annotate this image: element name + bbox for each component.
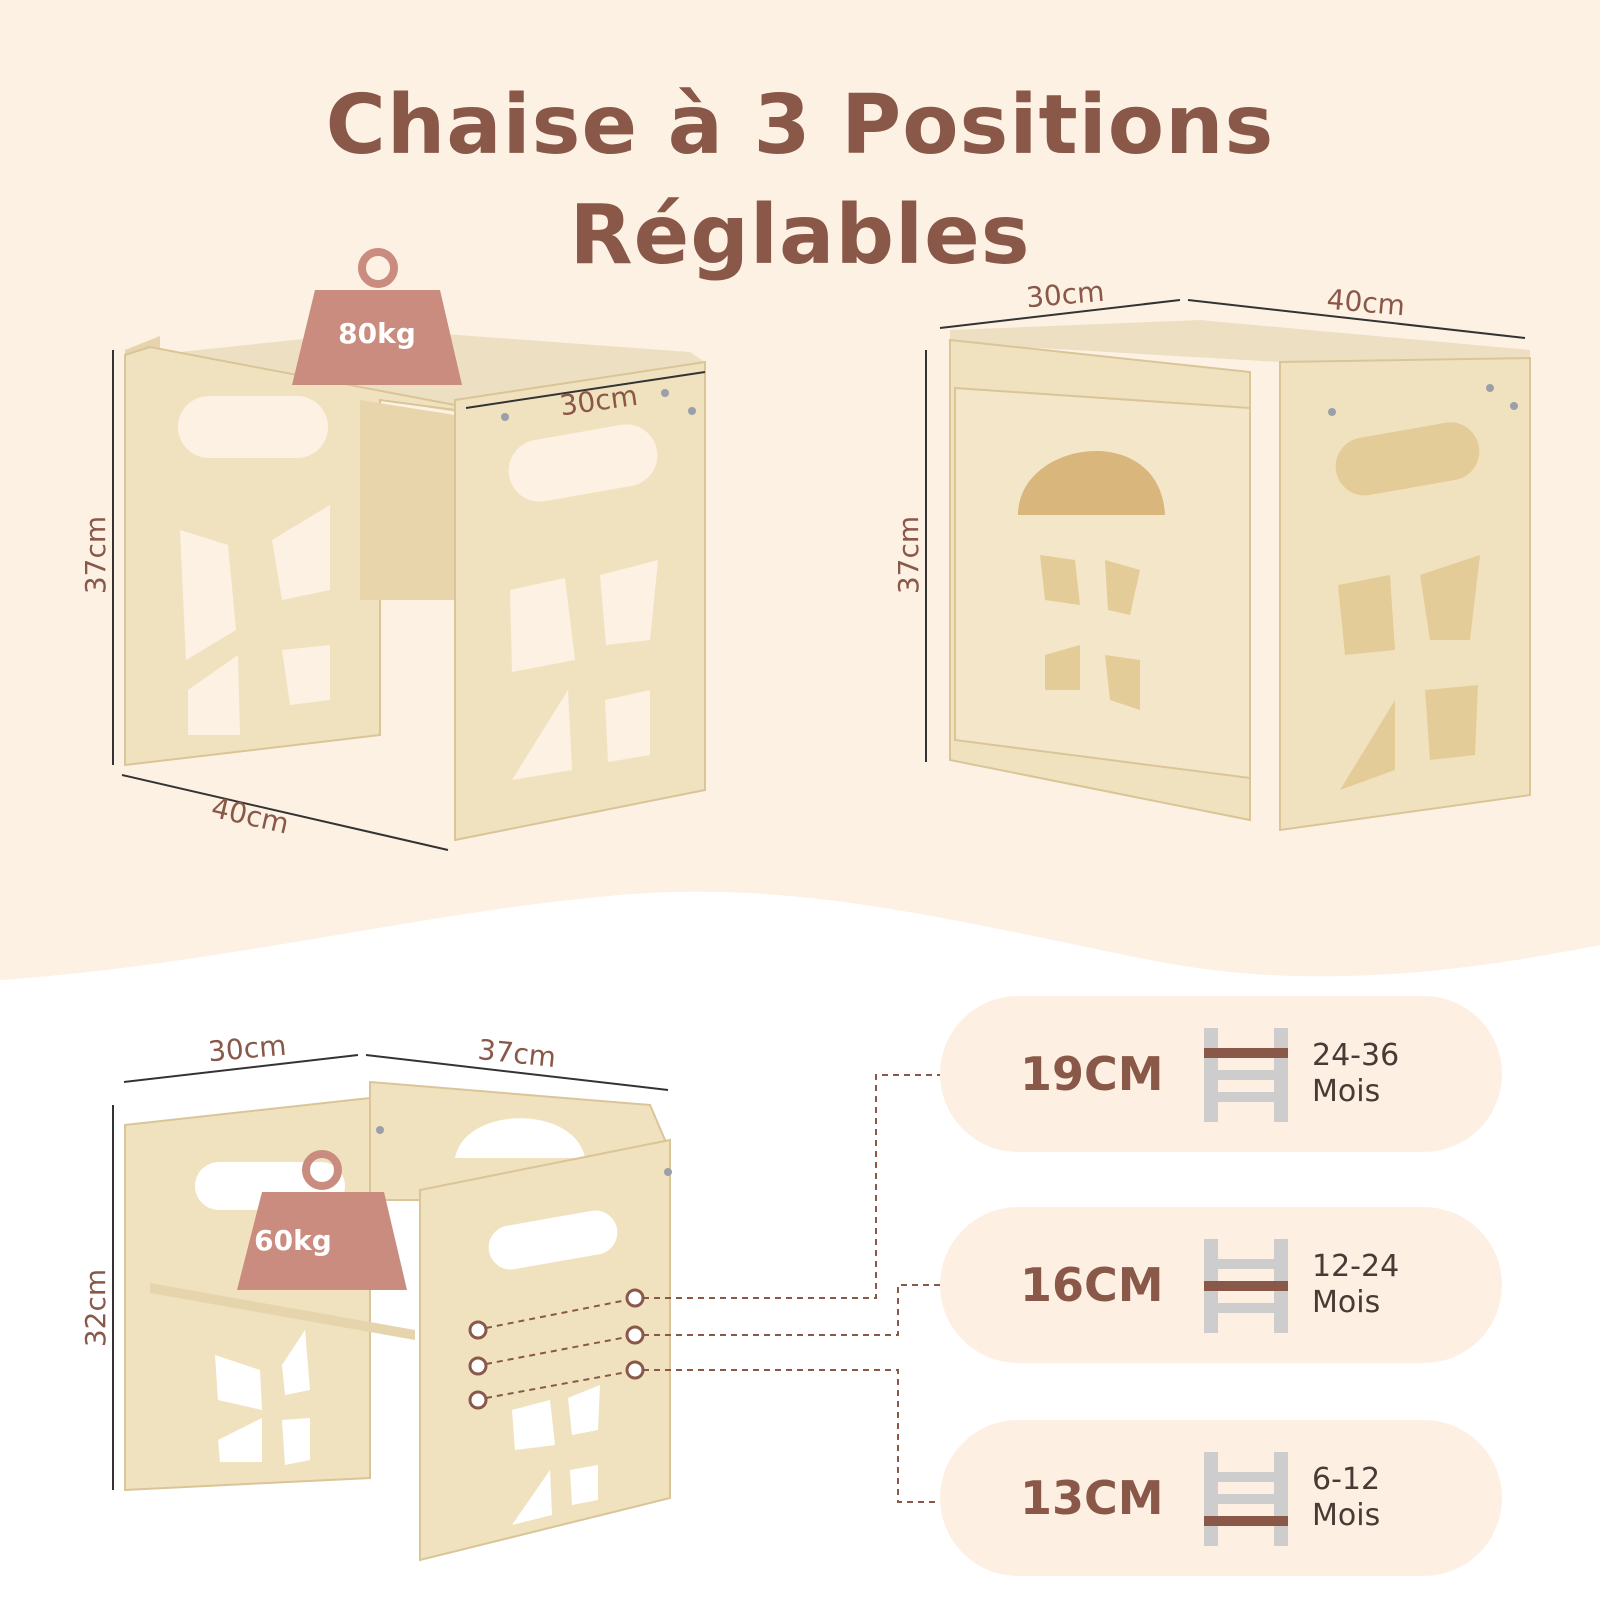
connector-lines bbox=[485, 1074, 940, 1503]
position-age-unit: Mois bbox=[1312, 1498, 1381, 1533]
position-age-unit: Mois bbox=[1312, 1074, 1381, 1109]
nested-width-label: 40cm bbox=[1325, 283, 1406, 323]
position-card-19cm: 19CM 24-36 Mois bbox=[940, 996, 1502, 1152]
page-title-line-1: Chaise à 3 Positions bbox=[325, 78, 1275, 173]
table-load-label: 80kg bbox=[338, 317, 416, 350]
table-height-label: 37cm bbox=[79, 516, 112, 594]
position-height-label: 13CM bbox=[1020, 1471, 1164, 1525]
chair-load-label: 60kg bbox=[254, 1224, 332, 1257]
ladder-middle-rung-icon bbox=[1204, 1239, 1288, 1333]
position-age-range: 24-36 bbox=[1312, 1038, 1400, 1073]
position-holes bbox=[468, 1288, 645, 1410]
chair-width-label: 37cm bbox=[476, 1033, 557, 1074]
position-card-13cm: 13CM 6-12 Mois bbox=[940, 1420, 1502, 1576]
nested-depth-label: 30cm bbox=[1025, 275, 1106, 315]
position-age-unit: Mois bbox=[1312, 1285, 1381, 1320]
position-age-range: 12-24 bbox=[1312, 1249, 1400, 1284]
position-age-range: 6-12 bbox=[1312, 1462, 1381, 1497]
ladder-top-rung-icon bbox=[1204, 1028, 1288, 1122]
chair-height-label: 32cm bbox=[79, 1269, 112, 1347]
position-height-label: 19CM bbox=[1020, 1047, 1164, 1101]
position-card-16cm: 16CM 12-24 Mois bbox=[940, 1207, 1502, 1363]
weight-60kg-icon bbox=[237, 1150, 407, 1290]
page-title-line-2: Réglables bbox=[569, 188, 1031, 283]
nested-height-label: 37cm bbox=[892, 516, 925, 594]
position-height-label: 16CM bbox=[1020, 1258, 1164, 1312]
ladder-bottom-rung-icon bbox=[1204, 1452, 1288, 1546]
weight-80kg-icon bbox=[292, 248, 462, 385]
chair-depth-label: 30cm bbox=[207, 1029, 288, 1069]
